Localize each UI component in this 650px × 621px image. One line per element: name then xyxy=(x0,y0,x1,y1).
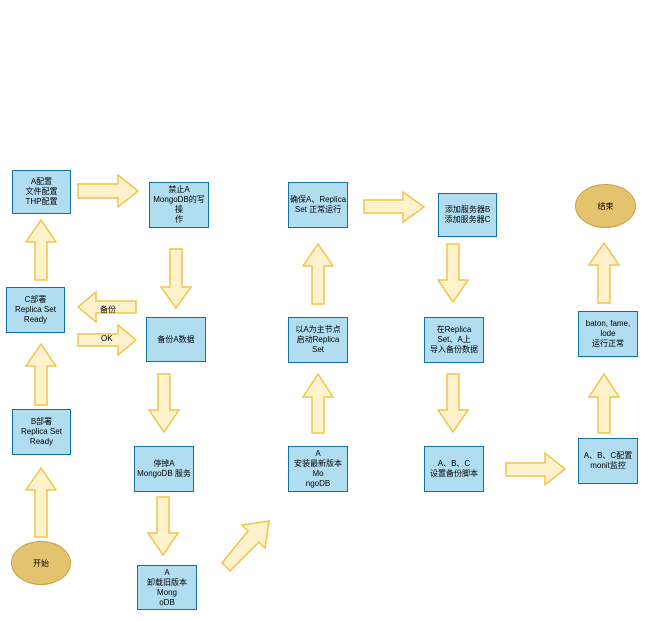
node-running: baton, fame, lode 运行正常 xyxy=(578,311,638,357)
node-uninstall-a: A 卸载旧版本Mong oDB xyxy=(137,565,197,610)
node-set-script: A、B、C 设置备份脚本 xyxy=(424,446,484,492)
node-add-b-c: 添加服务器B 添加服务器C xyxy=(438,193,497,237)
arrow-start-to-b xyxy=(24,466,58,538)
node-confirm-a: 确保A、Replica Set 正常运行 xyxy=(288,182,348,228)
node-monit: A、B、C配置 monit监控 xyxy=(578,438,638,484)
arrow-install-to-primary xyxy=(301,372,335,434)
node-a-disable-write: 禁止A MongoDB的写操 作 xyxy=(149,182,209,228)
node-end: 结束 xyxy=(575,184,636,228)
arrow-backup-to-c xyxy=(76,290,137,324)
arrow-c-to-backup xyxy=(77,323,138,357)
arrow-aconfig-to-disable xyxy=(77,173,140,209)
arrow-stop-to-uninstall xyxy=(146,496,180,557)
node-a-config: A配置 文件配置 THP配置 xyxy=(12,170,71,214)
edge-label-ok: OK xyxy=(101,334,113,343)
arrow-monit-to-running xyxy=(587,372,621,434)
node-install-a: A 安装最新版本Mo ngoDB xyxy=(288,446,348,492)
arrow-uninstall-to-install xyxy=(220,520,270,573)
node-backup-a: 备份A数据 xyxy=(146,317,206,362)
node-b-deploy: B部署 Replica Set Ready xyxy=(12,409,71,455)
arrow-addbc-to-import xyxy=(436,243,470,304)
arrow-disable-to-backup xyxy=(159,248,193,310)
node-import-backup: 在Replica Set、A上 导入备份数据 xyxy=(424,317,484,363)
arrow-running-to-end xyxy=(587,241,621,304)
arrow-script-to-monit xyxy=(505,451,567,487)
edge-label-backup: 备份 xyxy=(100,305,116,314)
arrow-b-to-c xyxy=(24,342,58,406)
arrow-import-to-script xyxy=(436,373,470,434)
node-stop-a: 停掉A MongoDB 服务 xyxy=(134,446,194,492)
node-start: 开始 xyxy=(11,541,71,585)
node-a-primary: 以A为主节点 启动Replica Set xyxy=(288,317,348,363)
arrow-c-to-aconfig xyxy=(24,218,58,281)
arrow-primary-to-confirm xyxy=(301,242,335,305)
arrow-confirm-to-addbc xyxy=(363,190,426,224)
arrow-backup-to-stop xyxy=(147,373,181,434)
node-c-deploy: C部署 Replica Set Ready xyxy=(6,287,65,333)
